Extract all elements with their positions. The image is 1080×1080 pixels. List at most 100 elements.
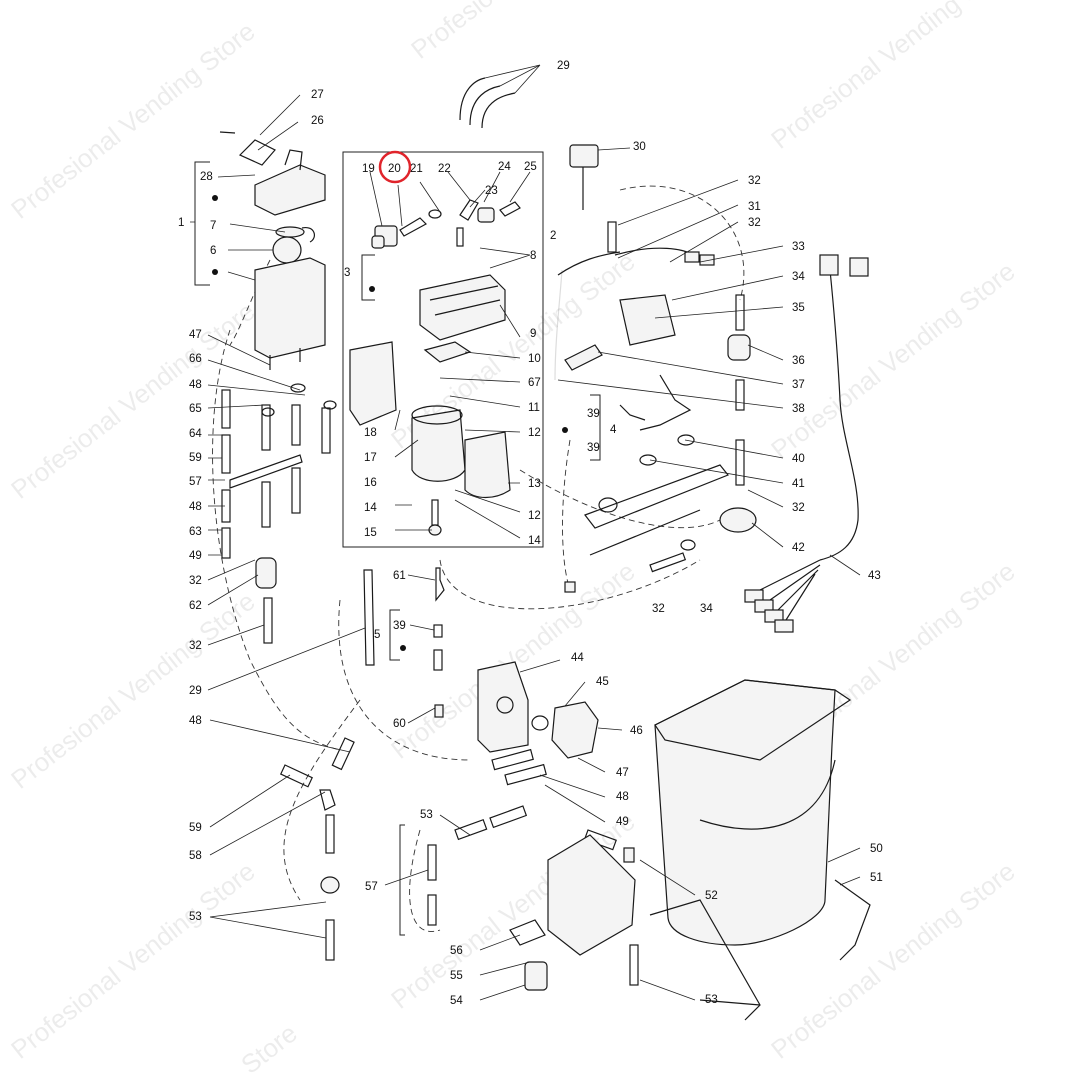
callout-14: 14 (528, 535, 541, 547)
callout-25: 25 (524, 161, 537, 173)
bracket-3 (361, 254, 375, 301)
callout-49b: 49 (616, 816, 629, 828)
part-3-manifold (419, 274, 506, 341)
watermark: Profesional Vending Store (5, 586, 260, 795)
callout-17: 17 (364, 452, 377, 464)
callout-38: 38 (792, 403, 805, 415)
part-30-switch (569, 144, 599, 168)
callout-32d: 32 (652, 603, 665, 615)
callout-32e: 32 (189, 575, 202, 587)
callout-52: 52 (705, 890, 718, 902)
watermark: Profesional Vending Store (5, 16, 260, 225)
callout-43: 43 (868, 570, 881, 582)
callout-9: 9 (530, 328, 536, 340)
callout-56: 56 (450, 945, 463, 957)
callout-23: 23 (485, 185, 498, 197)
part-26-clip (238, 139, 276, 166)
callout-53b: 53 (189, 911, 202, 923)
callout-47a: 47 (189, 329, 202, 341)
part-50-bucket (654, 679, 836, 946)
callout-54: 54 (450, 995, 463, 1007)
callout-67: 67 (528, 377, 541, 389)
callout-3: 3 (344, 267, 350, 279)
part-54-float (524, 961, 548, 991)
callout-44: 44 (571, 652, 584, 664)
callout-59b: 59 (189, 822, 202, 834)
part-10-plate (423, 341, 472, 363)
callout-29: 29 (557, 60, 570, 72)
callout-32c: 32 (792, 502, 805, 514)
callout-7: 7 (210, 220, 216, 232)
callout-55: 55 (450, 970, 463, 982)
callout-37: 37 (792, 379, 805, 391)
callout-57b: 57 (365, 881, 378, 893)
callout-65: 65 (189, 403, 202, 415)
callout-27: 27 (311, 89, 324, 101)
callout-39b: 39 (587, 442, 600, 454)
callout-32f: 32 (189, 640, 202, 652)
callout-58: 58 (189, 850, 202, 862)
callout-41: 41 (792, 478, 805, 490)
part-tank (254, 257, 326, 359)
part-36-filter (727, 334, 751, 361)
callout-15: 15 (364, 527, 377, 539)
callout-31: 31 (748, 201, 761, 213)
callout-10: 10 (528, 353, 541, 365)
callout-4: 4 (610, 424, 617, 436)
group-2-3-frame (342, 151, 544, 548)
callout-32a: 32 (748, 175, 761, 187)
bracket-4 (590, 394, 601, 461)
callout-66: 66 (189, 353, 202, 365)
watermark: Profesional Vending Store (5, 856, 260, 1065)
callout-59a: 59 (189, 452, 202, 464)
callout-35: 35 (792, 302, 805, 314)
callout-33: 33 (792, 241, 805, 253)
callout-60: 60 (393, 718, 406, 730)
callout-6: 6 (210, 245, 216, 257)
bracket-5 (389, 609, 400, 661)
parts-layer (219, 77, 871, 1021)
callout-57a: 57 (189, 476, 202, 488)
part-42-pressure-switch (719, 507, 757, 533)
callout-48a: 48 (189, 379, 202, 391)
callout-8: 8 (530, 250, 536, 262)
callout-21: 21 (410, 163, 423, 175)
callout-49a: 49 (189, 550, 202, 562)
leader-lines (190, 64, 861, 1001)
part-46-valve (551, 701, 599, 759)
callout-42: 42 (792, 542, 805, 554)
callout-61: 61 (393, 570, 406, 582)
callout-47b: 47 (616, 767, 629, 779)
callout-53a: 53 (420, 809, 433, 821)
part-35-pump (619, 294, 676, 346)
part-28-cover (254, 164, 326, 216)
callout-48d: 48 (616, 791, 629, 803)
callout-26: 26 (311, 115, 324, 127)
callout-45: 45 (596, 676, 609, 688)
callout-5: 5 (374, 629, 380, 641)
part-62-filter (255, 557, 277, 589)
callout-2: 2 (550, 230, 556, 242)
part-6-float (272, 236, 302, 264)
callout-24: 24 (498, 161, 511, 173)
callout-29b: 29 (189, 685, 202, 697)
callout-53c: 53 (705, 994, 718, 1006)
callout-40: 40 (792, 453, 805, 465)
callout-14b: 14 (364, 502, 377, 514)
sub-assembly-frames (194, 151, 601, 936)
callout-16: 16 (364, 477, 377, 489)
callout-51: 51 (870, 872, 883, 884)
bracket-1 (194, 161, 210, 286)
callout-36: 36 (792, 355, 805, 367)
callout-30: 30 (633, 141, 646, 153)
callout-20: 20 (388, 163, 401, 175)
callout-labels: 1 2 3 4 5 6 7 8 9 10 11 12 13 12 14 14 1… (178, 60, 883, 1007)
callout-46: 46 (630, 725, 643, 737)
part-56-bracket (547, 834, 636, 956)
bullet-markers (212, 195, 568, 651)
callout-50: 50 (870, 843, 883, 855)
callout-13: 13 (528, 478, 541, 490)
callout-28: 28 (200, 171, 213, 183)
callout-64: 64 (189, 428, 202, 440)
